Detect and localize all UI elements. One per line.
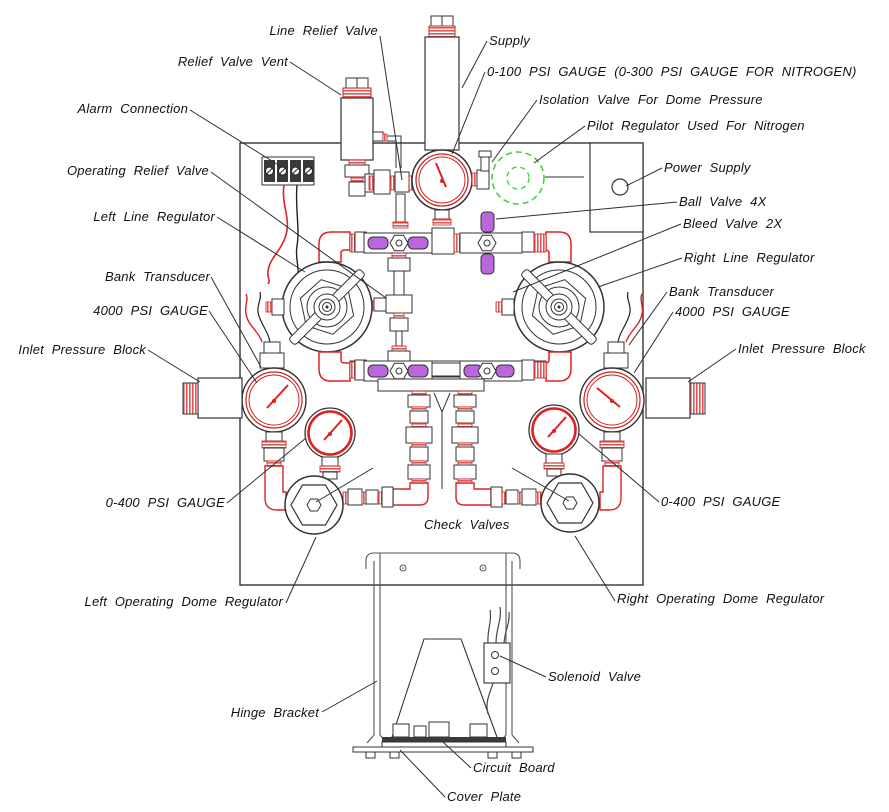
callout-pilot-regulator: Pilot Regulator Used For Nitrogen	[587, 118, 805, 133]
elbow-lower-left	[318, 351, 351, 382]
bleed-valve-left	[265, 298, 285, 316]
callout-supply: Supply	[489, 33, 530, 48]
solenoid-valve	[483, 606, 511, 715]
callout-alarm-connection: Alarm Connection	[77, 101, 188, 116]
relief-valve-vent	[340, 77, 402, 197]
callout-cover-plate: Cover Plate	[447, 789, 522, 804]
alarm-terminal-block	[261, 156, 315, 285]
callout-bank-transducer-left: Bank Transducer	[104, 269, 210, 284]
callout-inlet-pressure-block-right: Inlet Pressure Block	[738, 341, 866, 356]
callout-operating-relief-valve: Operating Relief Valve	[67, 163, 209, 178]
check-valve-stack-right	[451, 390, 492, 506]
alarm-wire-black	[295, 184, 299, 277]
elbow-upper-left	[318, 231, 351, 263]
lower-manifold	[318, 351, 572, 392]
inlet-pressure-block-left	[182, 377, 243, 419]
elbow-upper-right	[544, 231, 572, 263]
callout-line-relief-valve: Line Relief Valve	[269, 23, 378, 38]
callout-gauge-4000-left: 4000 PSI GAUGE	[93, 303, 208, 318]
inlet-pressure-block-right	[645, 377, 706, 419]
circuit-board	[381, 721, 507, 748]
callout-left-operating-dome-regulator: Left Operating Dome Regulator	[84, 594, 283, 609]
callout-left-line-regulator: Left Line Regulator	[93, 209, 215, 224]
right-operating-dome-regulator	[540, 473, 600, 533]
callout-isolation-valve: Isolation Valve For Dome Pressure	[539, 92, 763, 107]
ball-valve-lower-right	[459, 360, 523, 382]
leader-lines	[147, 35, 737, 798]
alarm-wire-red	[267, 184, 289, 285]
callout-inlet-pressure-block-left: Inlet Pressure Block	[18, 342, 146, 357]
gauge-tee	[431, 227, 455, 255]
bleed-valve-right	[495, 298, 515, 316]
callout-bank-transducer-right: Bank Transducer	[669, 284, 775, 299]
callout-right-line-regulator: Right Line Regulator	[684, 250, 815, 265]
left-operating-dome-regulator	[284, 475, 344, 535]
right-line-regulator	[495, 261, 605, 353]
ball-valve-upper-left	[363, 232, 433, 254]
bank-transducer-right	[603, 291, 644, 369]
ball-valve-upper-right	[459, 211, 523, 275]
callout-right-operating-dome-regulator: Right Operating Dome Regulator	[617, 591, 825, 606]
callout-bleed-valve: Bleed Valve 2X	[683, 216, 783, 231]
callout-ball-valve: Ball Valve 4X	[679, 194, 767, 209]
gauge-0-400-right	[528, 404, 580, 477]
pilot-regulator	[491, 151, 584, 205]
run-to-right-dome	[490, 486, 542, 508]
gauge-0-400-left	[304, 407, 356, 480]
callout-gauge-0-400-right: 0-400 PSI GAUGE	[661, 494, 781, 509]
ball-valve-lower-left	[363, 360, 433, 382]
callout-power-supply: Power Supply	[664, 160, 751, 175]
callout-check-valves: Check Valves	[424, 517, 510, 532]
upper-manifold	[318, 211, 572, 275]
power-supply-box	[589, 142, 644, 233]
check-valve-stack-left	[392, 390, 433, 506]
callout-circuit-board: Circuit Board	[473, 760, 555, 775]
cover-plate	[391, 564, 498, 738]
hinge-bracket-rails	[365, 552, 521, 744]
base-plate	[352, 746, 534, 759]
callout-gauge-0-400-left: 0-400 PSI GAUGE	[105, 495, 225, 510]
left-line-regulator	[265, 261, 373, 353]
callout-gauge-0-100: 0-100 PSI GAUGE (0-300 PSI GAUGE FOR NIT…	[487, 64, 857, 79]
elbow-lower-right	[544, 351, 572, 382]
supply-pipe	[424, 15, 460, 151]
run-to-left-dome	[342, 486, 394, 508]
callout-hinge-bracket: Hinge Bracket	[230, 705, 319, 720]
isolation-valve	[471, 150, 492, 190]
line-relief-valve-fittings	[364, 169, 414, 229]
callout-solenoid-valve: Solenoid Valve	[548, 669, 642, 684]
callout-gauge-4000-right: 4000 PSI GAUGE	[675, 304, 790, 319]
gauge-4000-right	[579, 367, 645, 511]
check-valves	[342, 390, 542, 508]
gauge-4000-left	[241, 367, 307, 511]
callout-relief-valve-vent: Relief Valve Vent	[177, 54, 288, 69]
